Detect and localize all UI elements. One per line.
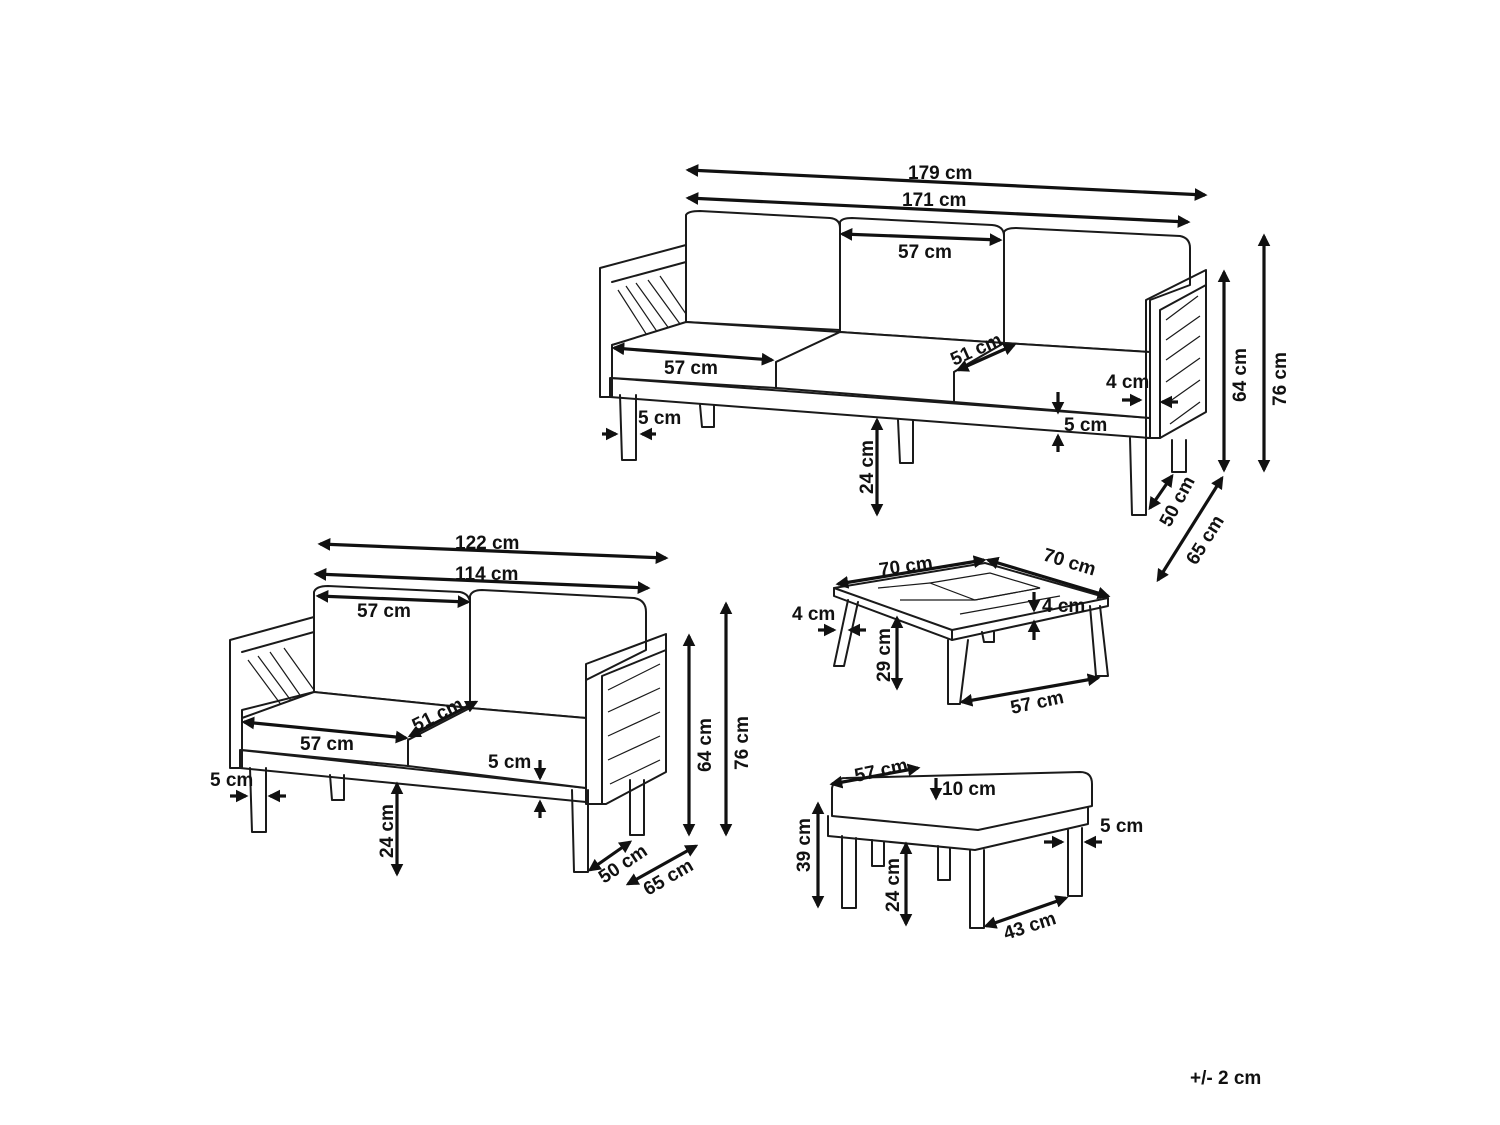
sofa3-total-height-label: 76 cm [1270,352,1291,406]
ottoman-cushion-thickness-label: 10 cm [942,779,996,800]
sofa3-total-depth-label: 65 cm [1182,512,1228,569]
table-height-label: 29 cm [874,628,895,682]
sofa2-width-inner-label: 114 cm [455,564,518,585]
sofa2-arm-height-label: 64 cm [695,718,716,772]
sofa2-width-outer-label: 122 cm [455,533,519,554]
sofa2-total-height-label: 76 cm [732,716,753,770]
ottoman-leg-height-label: 24 cm [883,858,904,912]
dimension-lines [230,164,1271,929]
table-depth-label: 70 cm [1041,545,1099,581]
sofa2-leg-width-label: 5 cm [210,770,253,791]
sofa2-cushion-thickness-label: 5 cm [488,752,531,773]
dimension-labels: 179 cm 171 cm 57 cm 57 cm 51 cm 4 cm 5 c… [210,163,1291,945]
two-seater-sofa-drawing [229,585,667,873]
ottoman-leg-span-label: 43 cm [1001,908,1059,945]
sofa3-width-outer-label: 179 cm [908,163,972,184]
ottoman-height-label: 39 cm [794,818,815,872]
ottoman-frame-thickness-label: 5 cm [1100,816,1143,837]
sofa3-back-cushion-label: 57 cm [898,242,952,263]
table-top-thickness-label: 4 cm [1042,596,1085,617]
sofa3-cushion-thickness-label: 5 cm [1064,415,1107,436]
tolerance-note: +/- 2 cm [1190,1068,1262,1089]
sofa2-leg-height-label: 24 cm [377,804,398,858]
sofa3-leg-width-label: 5 cm [638,408,681,429]
sofa3-arm-inset-label: 4 cm [1106,372,1149,393]
sofa3-arm-height-label: 64 cm [1230,348,1251,402]
sofa3-seat-cushion-label: 57 cm [664,358,718,379]
table-width-label: 70 cm [878,553,934,581]
sofa2-seat-cushion-label: 57 cm [300,734,354,755]
table-leg-width-label: 4 cm [792,604,835,625]
sofa3-width-inner-label: 171 cm [902,190,966,211]
sofa2-back-cushion-label: 57 cm [357,601,411,622]
sofa3-leg-height-label: 24 cm [857,440,878,494]
three-seater-sofa-drawing [599,210,1207,516]
